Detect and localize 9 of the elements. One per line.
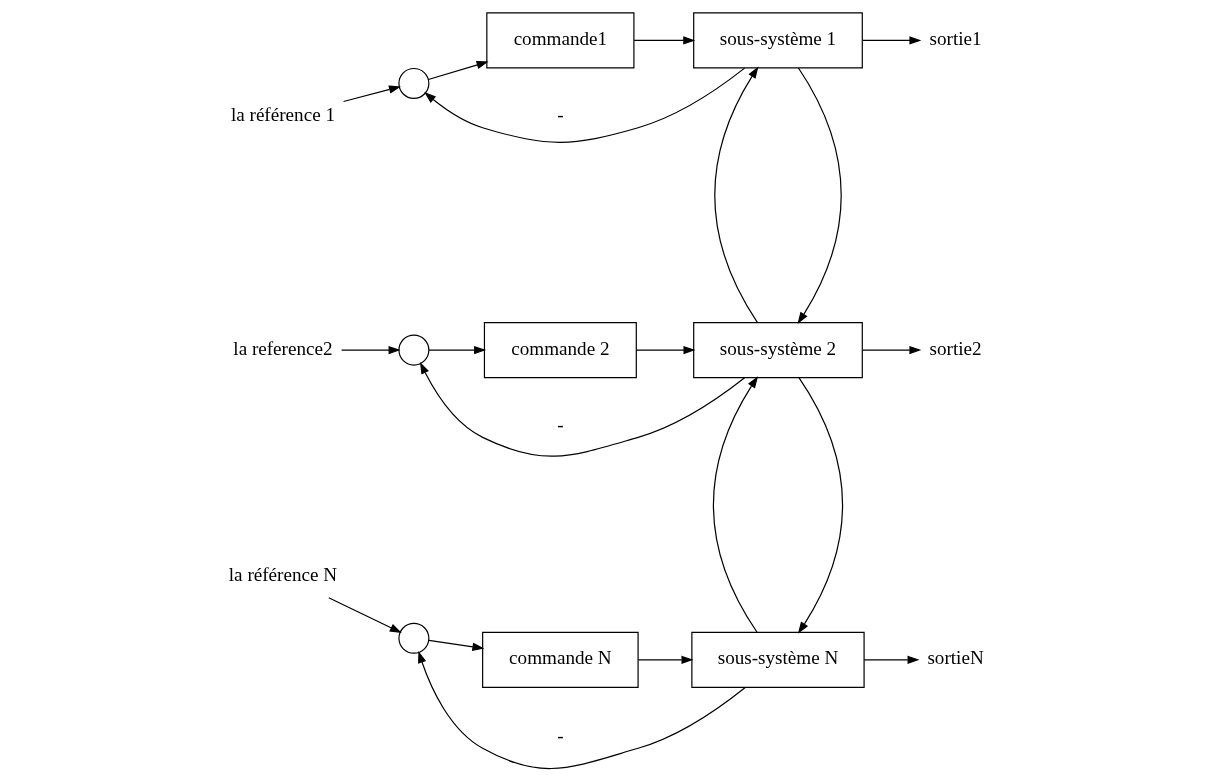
node-text: la référence N	[228, 563, 337, 585]
node-text: sortie1	[929, 27, 982, 49]
node-text: sortie2	[929, 337, 982, 359]
edge-label: -	[556, 104, 564, 126]
node-text: la reference2	[232, 337, 333, 359]
edge-label: -	[556, 414, 564, 436]
node-text: sortieN	[926, 647, 984, 669]
edge-label: -	[556, 725, 564, 747]
node-text: la référence 1	[230, 104, 335, 126]
